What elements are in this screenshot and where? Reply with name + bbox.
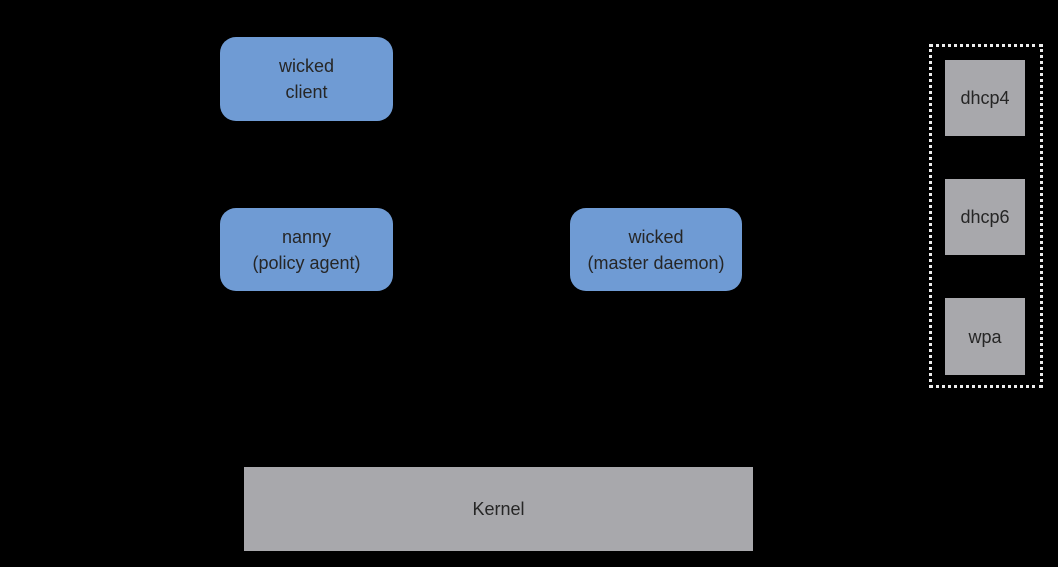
wicked-master-label-line2: (master daemon) xyxy=(587,252,725,273)
supplicants-dotted-frame xyxy=(929,44,1043,388)
wicked-client-label-line2: client xyxy=(285,82,328,102)
wpa-supplicant-node: wpa xyxy=(945,298,1025,375)
dhcp4-supplicant-node: dhcp4 xyxy=(945,60,1025,136)
kernel-label: Kernel xyxy=(472,499,525,519)
kernel-node: Kernel xyxy=(244,467,753,551)
dhcp4-label: dhcp4 xyxy=(960,88,1010,108)
wicked-master-daemon-node: wicked (master daemon) xyxy=(570,208,742,291)
wicked-client-node: wicked client xyxy=(220,37,393,121)
nanny-label-line2: (policy agent) xyxy=(252,252,361,273)
wicked-client-label-line1: wicked xyxy=(278,56,335,76)
dhcp6-label: dhcp6 xyxy=(960,207,1010,227)
wpa-label: wpa xyxy=(968,326,1002,347)
nanny-policy-agent-node: nanny (policy agent) xyxy=(220,208,393,291)
wicked-master-label-line1: wicked xyxy=(628,226,684,247)
nanny-label-line1: nanny xyxy=(281,226,332,247)
dhcp6-supplicant-node: dhcp6 xyxy=(945,179,1025,255)
